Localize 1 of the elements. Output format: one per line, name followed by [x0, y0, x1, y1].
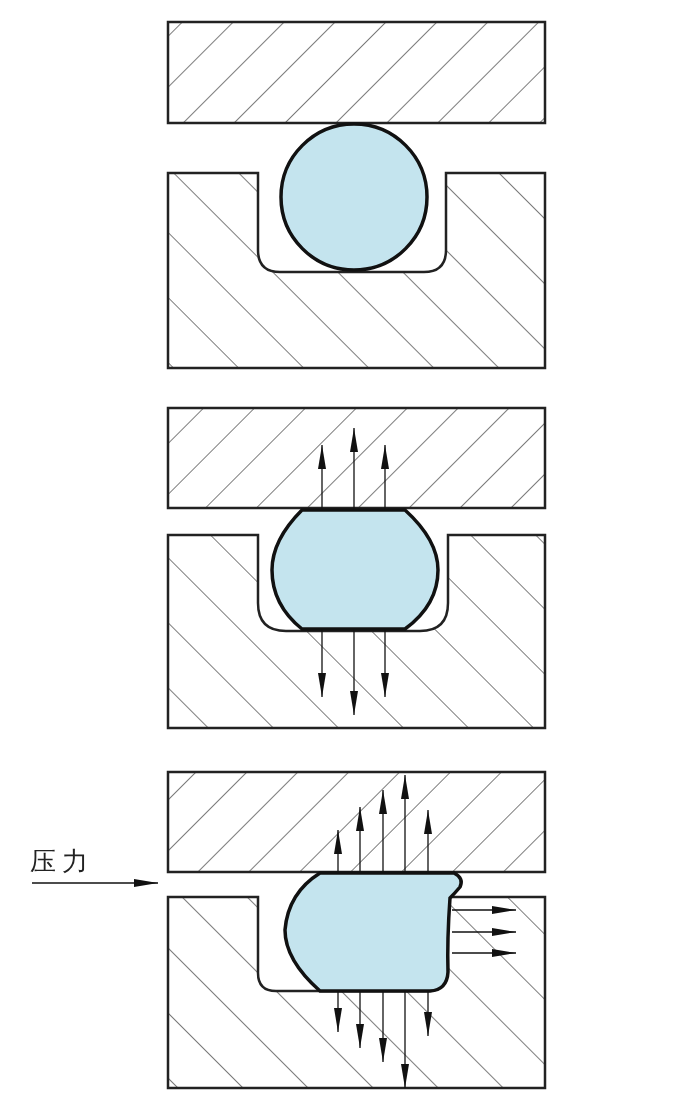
force-label: 压力 [30, 848, 94, 874]
